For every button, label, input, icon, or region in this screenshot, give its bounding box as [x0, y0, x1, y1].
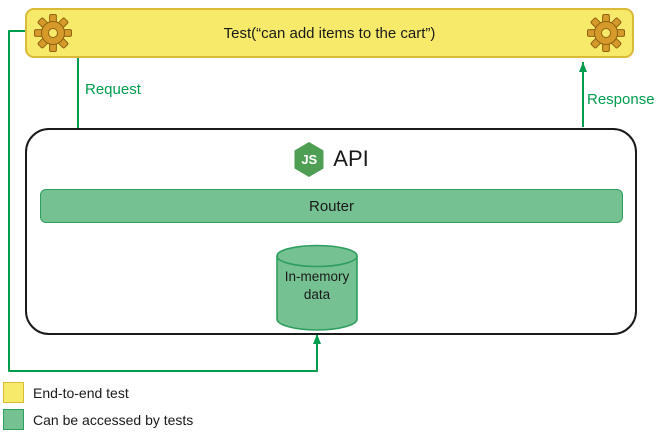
response-label: Response [587, 91, 655, 108]
gear-icon [586, 13, 626, 53]
datastore-label: In-memory data [284, 269, 350, 302]
e2e-test-box: Test(“can add items to the cart”) [25, 8, 634, 58]
yellow-swatch [3, 382, 24, 403]
nodejs-logo-icon: JS [293, 141, 325, 178]
legend-label: Can be accessed by tests [33, 411, 194, 428]
test-label: Test(“can add items to the cart”) [223, 24, 436, 42]
request-label: Request [85, 81, 141, 98]
router-label: Router [308, 197, 355, 215]
api-title: API [333, 146, 369, 171]
api-header: JS API [27, 139, 635, 179]
nodejs-js-text: JS [301, 151, 318, 167]
legend-item-test-access: Can be accessed by tests [3, 409, 193, 430]
legend-item-e2e: End-to-end test [3, 382, 193, 403]
inmemory-datastore: In-memory data [275, 244, 359, 332]
green-swatch [3, 409, 24, 430]
legend: End-to-end test Can be accessed by tests [3, 382, 193, 430]
gear-icon [33, 13, 73, 53]
cylinder-shape [276, 244, 358, 331]
legend-label: End-to-end test [33, 384, 129, 401]
router-bar: Router [40, 189, 623, 223]
